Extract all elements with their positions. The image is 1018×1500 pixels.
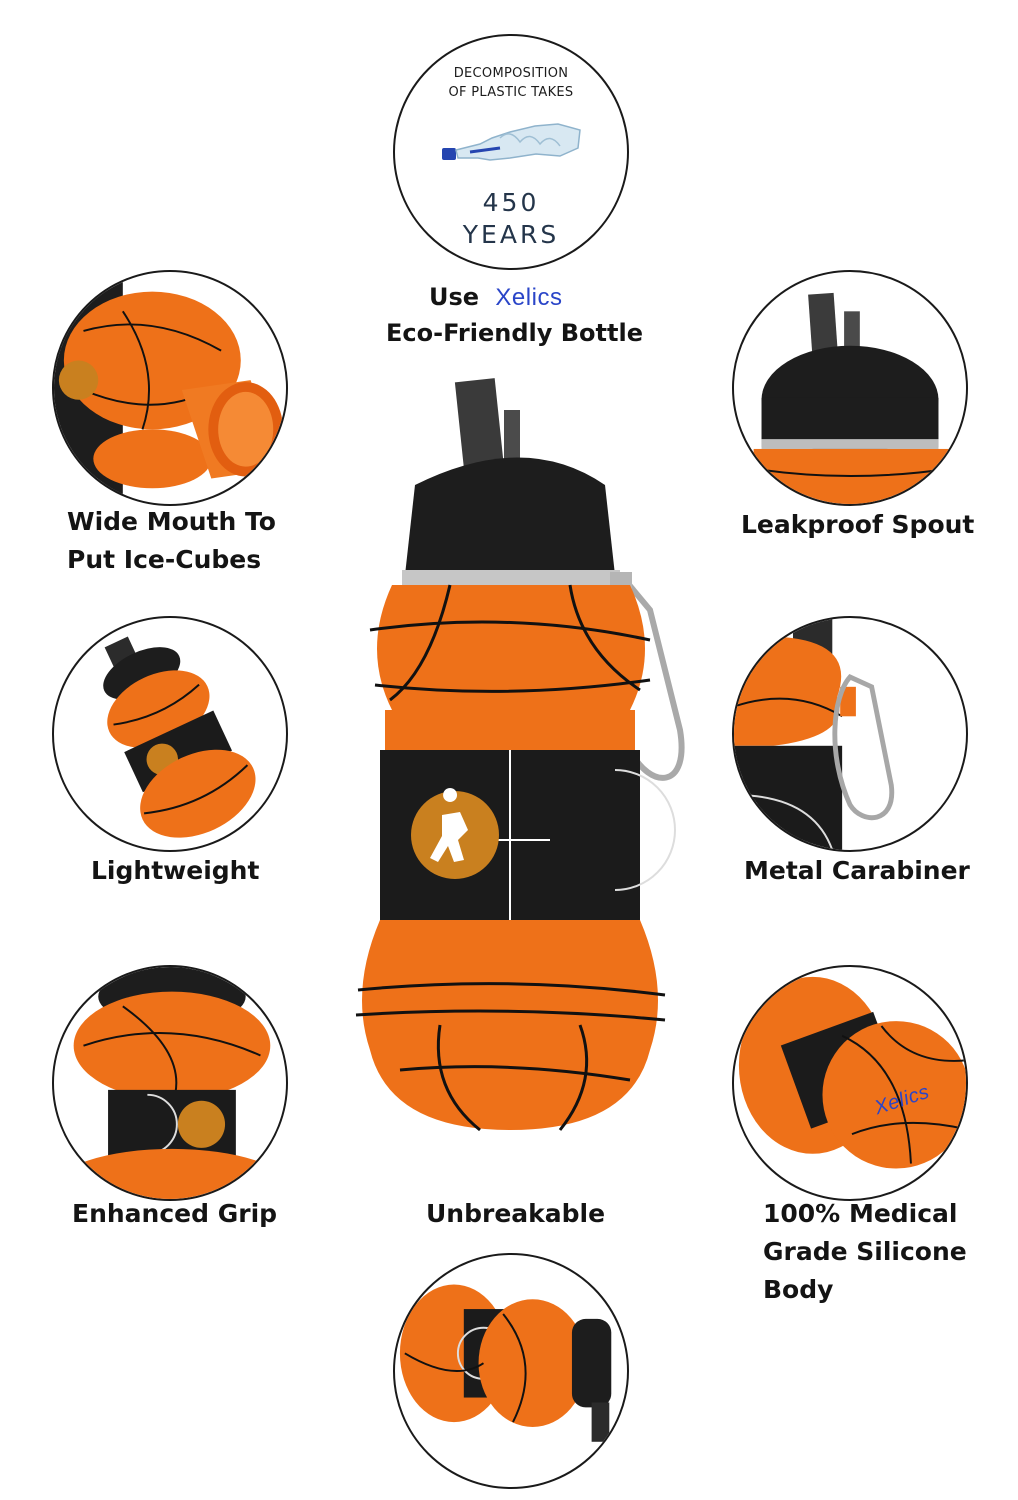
tagline-brand-logo: Xelics (495, 284, 563, 311)
grip-photo (54, 967, 286, 1199)
lightweight-photo-circle (52, 616, 288, 852)
wide-mouth-photo (54, 272, 284, 504)
tagline-line1: Use Xelics (429, 278, 562, 317)
wide-mouth-photo-circle (52, 270, 288, 506)
carabiner-label: Metal Carabiner (744, 856, 970, 885)
unbreakable-photo (399, 1284, 612, 1442)
silicone-photo-circle: Xelics (732, 965, 968, 1201)
leakproof-photo (753, 292, 951, 504)
lightweight-photo (103, 636, 256, 838)
carabiner-photo (734, 618, 895, 850)
eco-fact-number: 450 (482, 188, 540, 217)
lightweight-label: Lightweight (91, 856, 260, 885)
grip-photo-circle (52, 965, 288, 1201)
plastic-bottle-icon (442, 123, 581, 161)
unbreakable-label: Unbreakable (426, 1199, 606, 1228)
eco-fact-unit: YEARS (462, 220, 560, 249)
unbreakable-photo-circle (393, 1253, 629, 1489)
silicone-label-line2: Grade Silicone (763, 1237, 967, 1266)
wide-mouth-label-line2: Put Ice-Cubes (67, 545, 262, 574)
tagline-line2: Eco-Friendly Bottle (386, 319, 643, 347)
eco-fact-line2: OF PLASTIC TAKES (448, 85, 574, 100)
main-bottle-photo (355, 378, 685, 1132)
leakproof-label: Leakproof Spout (741, 510, 975, 539)
eco-fact-line1: DECOMPOSITION (453, 66, 569, 81)
silicone-photo (738, 976, 966, 1169)
leakproof-photo-circle (732, 270, 968, 506)
grip-label: Enhanced Grip (72, 1199, 278, 1228)
silicone-label-line3: Body (763, 1275, 834, 1304)
tagline-use: Use (429, 283, 480, 311)
wide-mouth-label-line1: Wide Mouth To (67, 507, 276, 536)
bottle-cap (405, 457, 615, 575)
silicone-label-line1: 100% Medical (763, 1199, 958, 1228)
carabiner-photo-circle (732, 616, 968, 852)
